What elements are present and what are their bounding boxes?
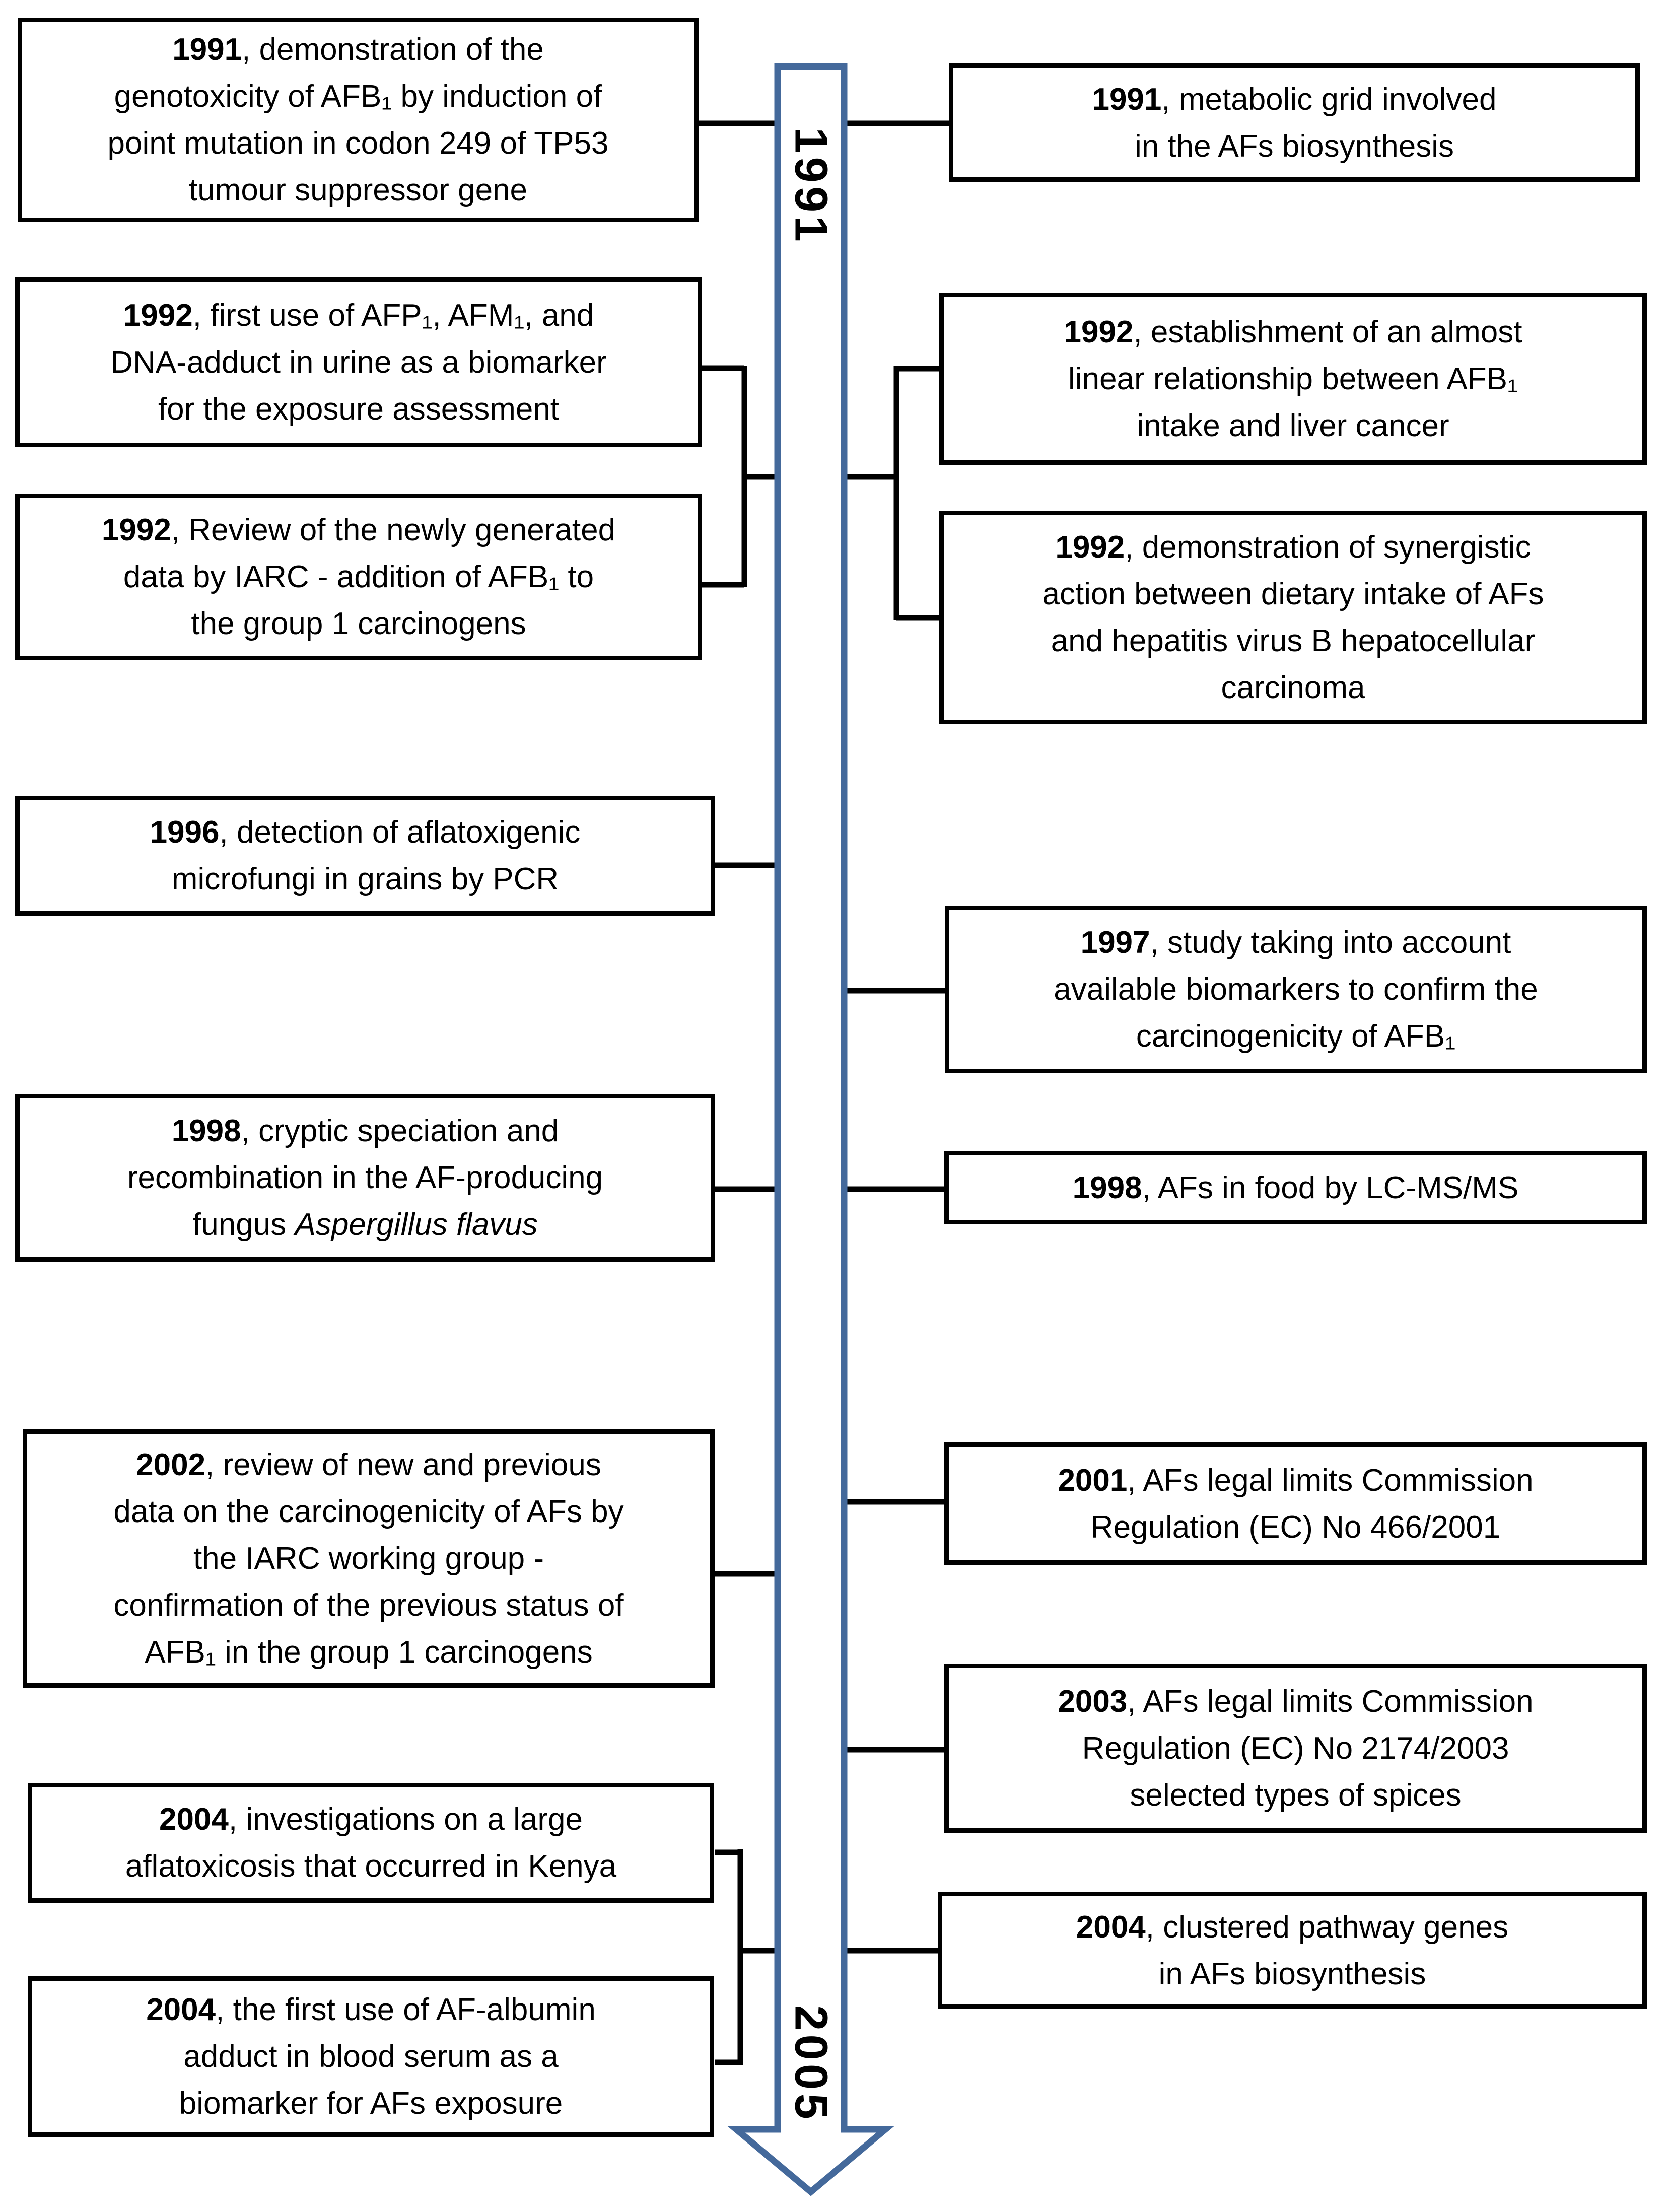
- event-text: , review of new and previous data on the…: [113, 1447, 624, 1670]
- event-box-1998-left: 1998, cryptic speciation and recombinati…: [15, 1094, 715, 1262]
- event-text-block: 2004, investigations on a large aflatoxi…: [125, 1796, 616, 1890]
- event-text-block: 1992, Review of the newly generated data…: [102, 507, 615, 647]
- event-year: 1996: [150, 815, 220, 850]
- event-text: , demonstration of the genotoxicity of A…: [107, 32, 609, 208]
- event-text-block: 1997, study taking into account availabl…: [1054, 919, 1538, 1060]
- event-box-1997-right: 1997, study taking into account availabl…: [945, 906, 1647, 1073]
- event-text: , establishment of an almost linear rela…: [1068, 314, 1522, 443]
- event-box-1996-left: 1996, detection of aflatoxigenic microfu…: [15, 796, 715, 916]
- event-text: , cryptic speciation and recombination i…: [127, 1114, 603, 1242]
- event-box-1991-left: 1991, demonstration of the genotoxicity …: [18, 18, 699, 222]
- event-year: 1997: [1080, 925, 1150, 960]
- event-box-1991-right: 1991, metabolic grid involved in the AFs…: [949, 63, 1640, 182]
- event-text: , study taking into account available bi…: [1054, 925, 1538, 1054]
- event-text: , clustered pathway genes in AFs biosynt…: [1145, 1909, 1509, 1991]
- event-text: , demonstration of synergistic action be…: [1042, 530, 1544, 705]
- event-box-2004-right: 2004, clustered pathway genes in AFs bio…: [938, 1892, 1647, 2009]
- event-text-block: 2002, review of new and previous data on…: [113, 1441, 623, 1676]
- event-year: 1992: [123, 298, 193, 333]
- event-year: 2003: [1058, 1684, 1128, 1719]
- event-box-1992-right-synergistic: 1992, demonstration of synergistic actio…: [939, 511, 1647, 724]
- event-text-block: 1992, establishment of an almost linear …: [1064, 309, 1522, 449]
- event-text-block: 1992, demonstration of synergistic actio…: [1042, 524, 1544, 711]
- event-text: , investigations on a large aflatoxicosi…: [125, 1802, 617, 1884]
- arrow-year-top: 1991: [775, 86, 847, 287]
- event-box-1992-left-biomarker: 1992, first use of AFP₁, AFM₁, and DNA-a…: [15, 277, 702, 447]
- event-text-block: 1991, demonstration of the genotoxicity …: [108, 26, 609, 214]
- event-box-1998-right: 1998, AFs in food by LC-MS/MS: [944, 1151, 1647, 1224]
- event-year: 2004: [159, 1802, 229, 1837]
- event-year: 2002: [136, 1447, 206, 1482]
- event-year: 2004: [1076, 1909, 1146, 1945]
- event-text-block: 2004, clustered pathway genes in AFs bio…: [1076, 1904, 1508, 1997]
- arrow-year-bottom-label: 2005: [785, 2004, 837, 2123]
- event-text-block: 2004, the first use of AF-albumin adduct…: [146, 1986, 596, 2127]
- event-box-1992-left-iarc: 1992, Review of the newly generated data…: [15, 494, 702, 660]
- event-text: , AFs legal limits Commission Regulation…: [1090, 1463, 1534, 1545]
- event-year: 1991: [172, 32, 242, 67]
- event-text: , metabolic grid involved in the AFs bio…: [1134, 82, 1497, 164]
- event-year: 1992: [101, 513, 171, 547]
- arrow-year-bottom: 2005: [775, 1963, 847, 2165]
- event-text: , AFs in food by LC-MS/MS: [1142, 1170, 1519, 1205]
- event-box-2004-left-albumin: 2004, the first use of AF-albumin adduct…: [28, 1976, 714, 2137]
- event-text-italic: Aspergillus flavus: [295, 1207, 538, 1242]
- event-box-2004-left-kenya: 2004, investigations on a large aflatoxi…: [28, 1783, 714, 1903]
- event-text-block: 1996, detection of aflatoxigenic microfu…: [150, 809, 581, 903]
- event-text: , AFs legal limits Commission Regulation…: [1082, 1684, 1534, 1813]
- event-box-1992-right-linear: 1992, establishment of an almost linear …: [939, 293, 1647, 465]
- event-box-2001-right: 2001, AFs legal limits Commission Regula…: [944, 1442, 1647, 1565]
- event-year: 2004: [146, 1992, 216, 2027]
- event-year: 2001: [1058, 1463, 1128, 1498]
- event-box-2003-right: 2003, AFs legal limits Commission Regula…: [944, 1664, 1647, 1833]
- event-box-2002-left: 2002, review of new and previous data on…: [23, 1429, 715, 1688]
- event-text: , first use of AFP₁, AFM₁, and DNA-adduc…: [110, 298, 607, 427]
- event-year: 1992: [1055, 530, 1125, 565]
- event-text: , detection of aflatoxigenic microfungi …: [171, 815, 581, 896]
- event-text-block: 2003, AFs legal limits Commission Regula…: [1058, 1678, 1533, 1819]
- arrow-year-top-label: 1991: [785, 127, 837, 246]
- event-text-block: 2001, AFs legal limits Commission Regula…: [1058, 1457, 1533, 1551]
- event-text: , Review of the newly generated data by …: [123, 513, 616, 641]
- event-year: 1998: [171, 1114, 241, 1148]
- event-year: 1998: [1072, 1170, 1142, 1205]
- event-year: 1991: [1092, 82, 1162, 117]
- event-year: 1992: [1064, 314, 1134, 350]
- event-text-block: 1991, metabolic grid involved in the AFs…: [1092, 76, 1496, 170]
- event-text-block: 1992, first use of AFP₁, AFM₁, and DNA-a…: [110, 292, 607, 433]
- event-text-block: 1998, AFs in food by LC-MS/MS: [1073, 1164, 1519, 1211]
- event-text-block: 1998, cryptic speciation and recombinati…: [127, 1108, 603, 1248]
- timeline-arrow: [727, 63, 894, 2196]
- event-text: , the first use of AF-albumin adduct in …: [179, 1992, 596, 2121]
